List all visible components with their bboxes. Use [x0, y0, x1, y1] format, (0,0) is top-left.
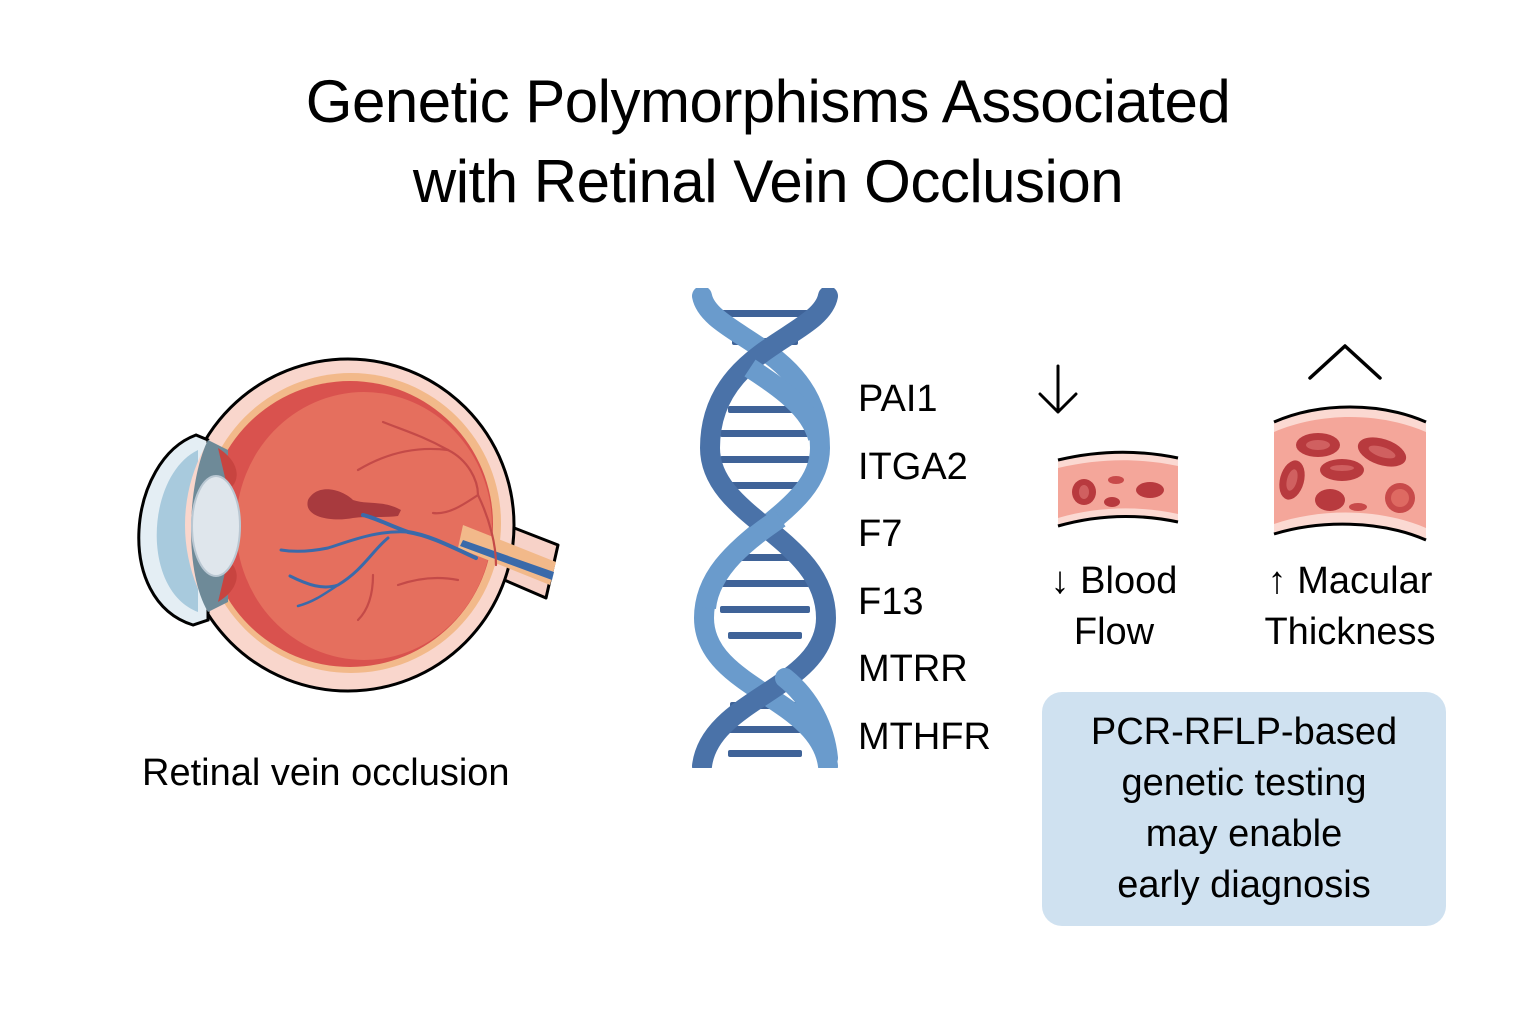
dna-double-helix-icon — [692, 286, 838, 776]
increase-arrow-icon: ↑ — [1267, 560, 1287, 602]
thick-vessel-icon — [1270, 400, 1430, 545]
gene-item: F7 — [858, 513, 903, 555]
gene-list: PAI1 ITGA2 F7 F13 MTRR MTHFR — [858, 366, 991, 771]
gene-item: MTRR — [858, 648, 968, 690]
dna-illustration — [690, 286, 840, 776]
title-line-2: with Retinal Vein Occlusion — [412, 148, 1124, 215]
eye-cross-section-icon — [137, 357, 560, 693]
callout-line: genetic testing — [1121, 762, 1367, 804]
blood-flow-line-1: Blood — [1080, 560, 1178, 602]
narrow-vessel-icon — [1050, 440, 1185, 540]
macular-line-2: Thickness — [1264, 611, 1436, 653]
callout-line: early diagnosis — [1117, 864, 1371, 906]
blood-flow-line-2: Flow — [1073, 611, 1155, 653]
decrease-arrow-icon: ↓ — [1050, 560, 1070, 602]
eye-label: Retinal vein occlusion — [142, 752, 510, 794]
chevron-up-icon — [1306, 340, 1384, 382]
callout-line: PCR-RFLP-based — [1090, 711, 1398, 753]
blood-flow-label: ↓ Blood Flow — [1034, 556, 1194, 658]
macular-thickness-label: ↑ Macular Thickness — [1240, 556, 1460, 658]
callout-line: may enable — [1145, 813, 1343, 855]
gene-item: F13 — [858, 580, 924, 623]
title-line-1: Genetic Polymorphisms Associated — [305, 68, 1231, 135]
gene-item: PAI1 — [858, 378, 938, 420]
page-title: Genetic Polymorphisms Associated with Re… — [0, 62, 1536, 222]
diagnosis-callout: PCR-RFLP-based genetic testing may enabl… — [1042, 692, 1446, 926]
eye-illustration — [118, 340, 578, 700]
gene-item: ITGA2 — [858, 445, 968, 488]
macular-line-1: Macular — [1297, 560, 1433, 602]
gene-item: MTHFR — [858, 715, 991, 758]
down-arrow-icon — [1036, 362, 1080, 418]
